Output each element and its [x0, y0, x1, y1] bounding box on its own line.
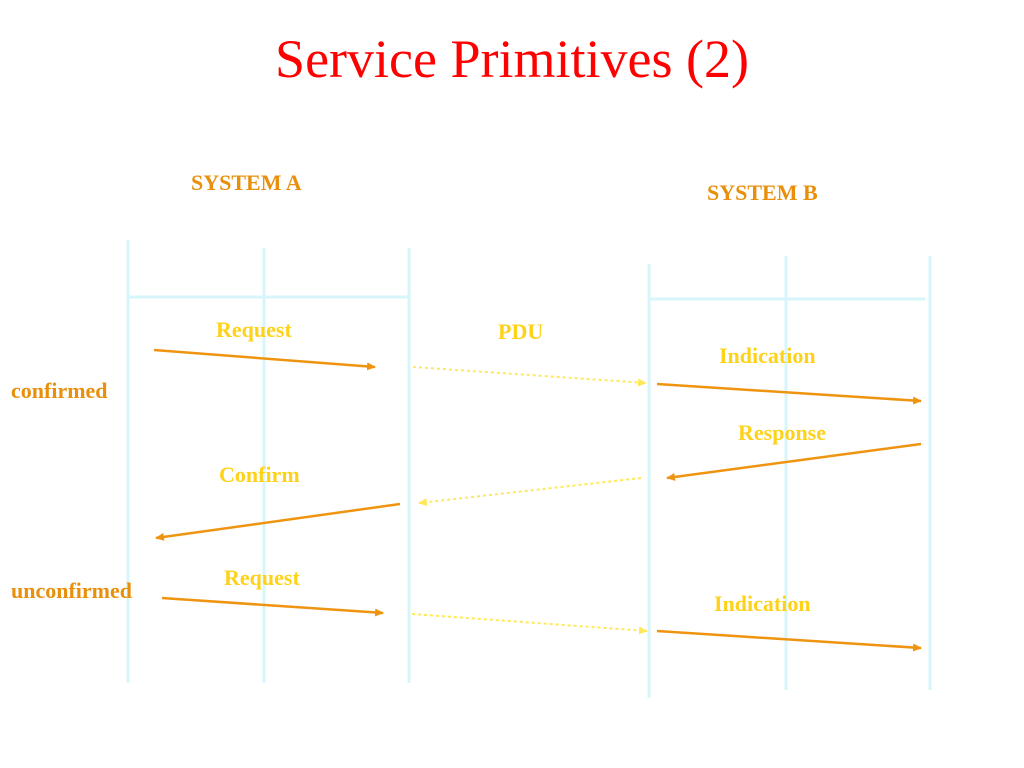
pdu-confirmed-arrow [412, 366, 647, 387]
system-b-label: SYSTEM B [707, 180, 818, 205]
request-confirmed-label: Request [216, 317, 292, 342]
indication-unconfirmed-label: Indication [714, 591, 811, 616]
slide-title: Service Primitives (2) [275, 29, 749, 89]
system-a-frame [126, 240, 411, 683]
confirm-arrow [155, 502, 401, 541]
system-a-label: SYSTEM A [191, 170, 302, 195]
confirm-label: Confirm [219, 462, 300, 487]
request-confirmed-arrow [153, 348, 376, 371]
indication-confirmed-label: Indication [719, 343, 816, 368]
response-arrow [666, 442, 922, 481]
pdu-unconfirmed-arrow [411, 613, 648, 635]
request-unconfirmed-arrow [161, 596, 384, 617]
unconfirmed-section-label: unconfirmed [11, 578, 132, 603]
confirmed-section-label: confirmed [11, 378, 108, 403]
response-label: Response [738, 420, 827, 445]
indication-unconfirmed-arrow [656, 629, 922, 652]
request-unconfirmed-label: Request [224, 565, 300, 590]
system-b-frame [647, 256, 932, 698]
indication-confirmed-arrow [656, 382, 922, 405]
pdu-response-arrow [418, 477, 642, 507]
pdu-label: PDU [498, 319, 544, 344]
